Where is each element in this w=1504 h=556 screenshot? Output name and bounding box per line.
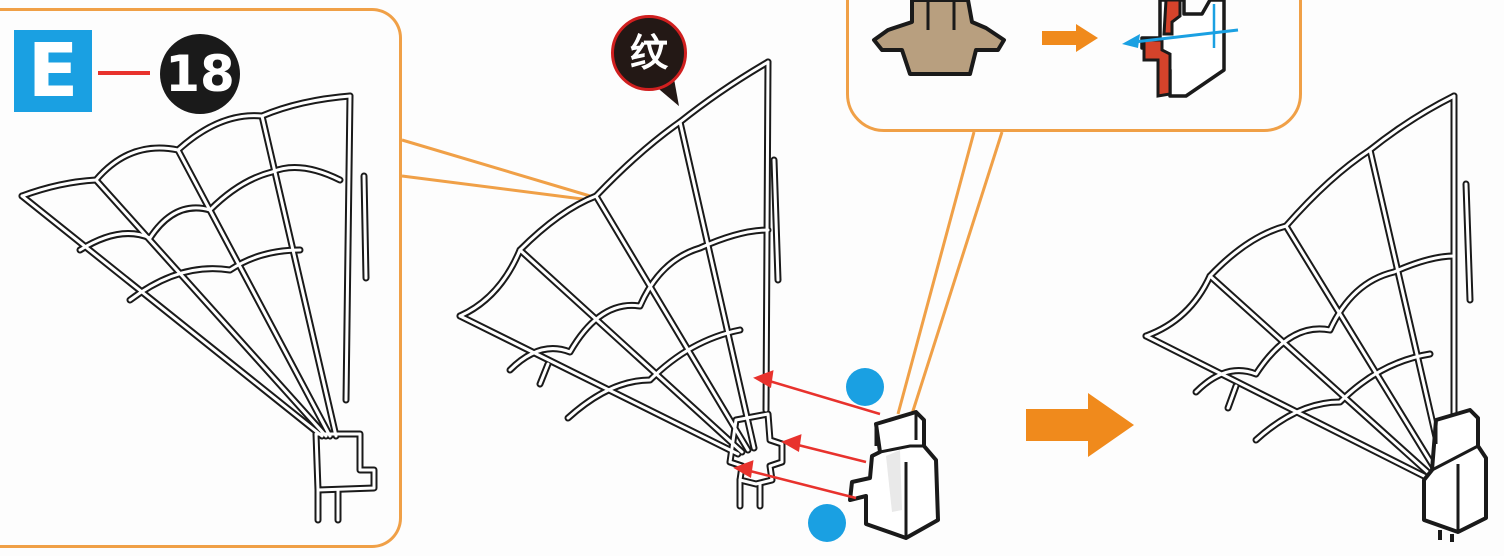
assembled-base-stand xyxy=(1424,410,1486,542)
